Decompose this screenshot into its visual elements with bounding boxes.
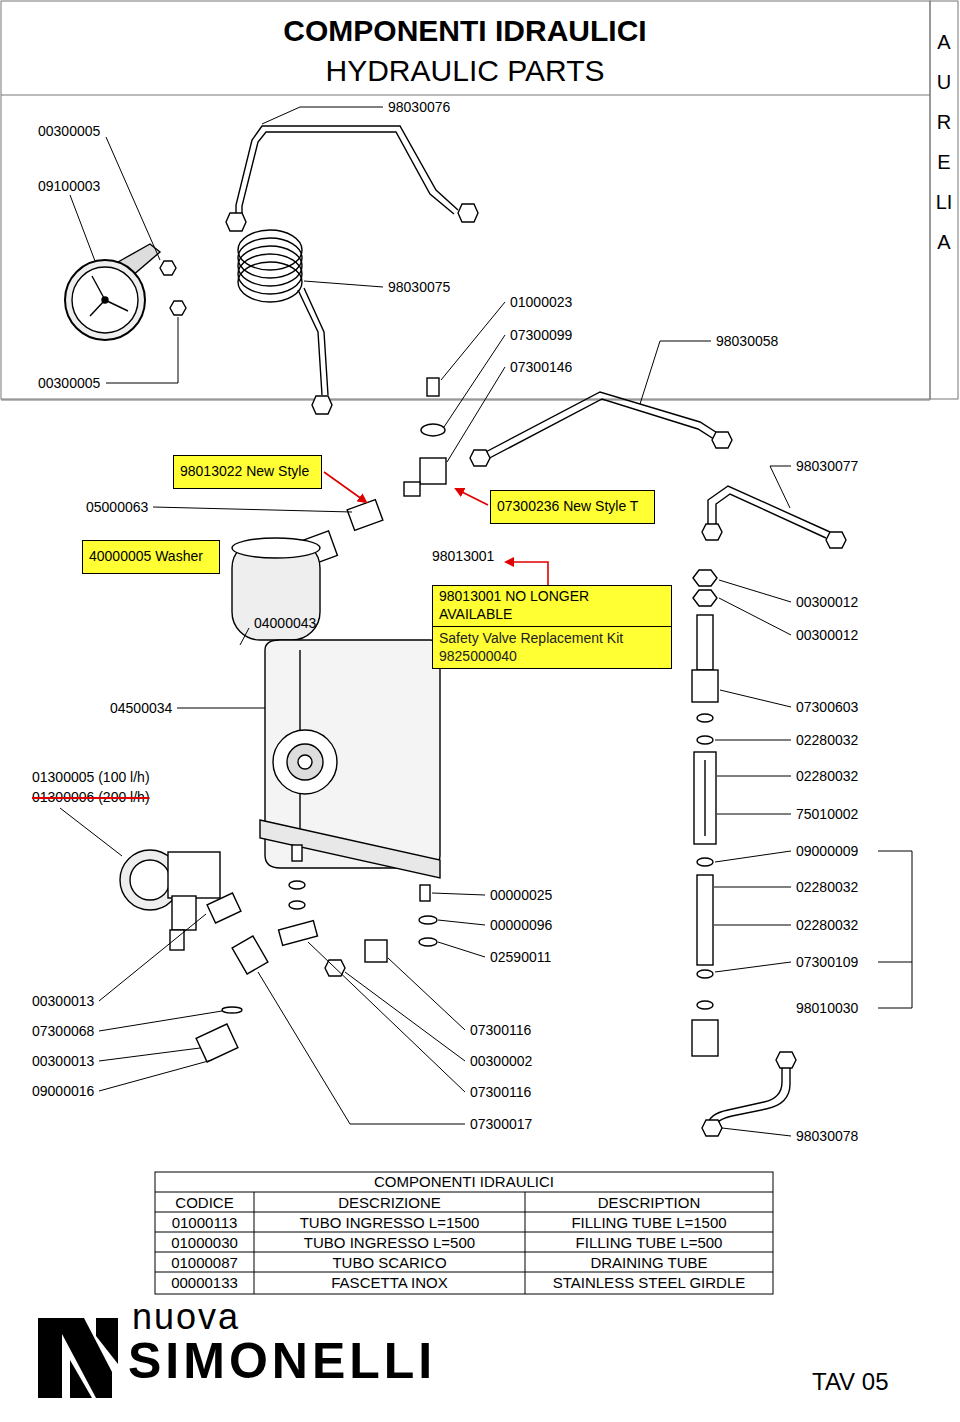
callout-number: 00300005 (38, 123, 100, 139)
title: COMPONENTI IDRAULICI (0, 14, 930, 49)
vertical: AURELIA (934, 22, 954, 262)
callout-number: 02280032 (796, 917, 858, 933)
callout-number: 07300068 (32, 1023, 94, 1039)
table-cell: TUBO INGRESSO L=500 (254, 1234, 525, 1251)
table-cell: CODICE (155, 1194, 254, 1211)
highlight-box: 40000005 Washer (82, 540, 220, 574)
box-heading: 98013001 NO LONGER AVAILABLE (433, 586, 671, 627)
callout-number: 02280032 (796, 768, 858, 784)
struck: 01300006 (200 l/h) (32, 789, 150, 805)
callout-number: 02280032 (796, 879, 858, 895)
callout-number: 98030078 (796, 1128, 858, 1144)
table-cell: 01000113 (155, 1214, 254, 1231)
callout-number: 07300017 (470, 1116, 532, 1132)
box-text: 40000005 Washer (83, 541, 219, 573)
callout-number: 01300005 (100 l/h) (32, 769, 150, 785)
callout-number: 00000096 (490, 917, 552, 933)
callout-number: 00300012 (796, 594, 858, 610)
callout-number: 75010002 (796, 806, 858, 822)
callout-number: 04000043 (254, 615, 316, 631)
table-cell: FILLING TUBE L=1500 (525, 1214, 773, 1231)
callout-number: 01000023 (510, 294, 572, 310)
logo-word: nuova (132, 1296, 240, 1337)
table-cell: STAINLESS STEEL GIRDLE (525, 1274, 773, 1291)
callout-number: 07300116 (470, 1022, 531, 1038)
callout-number: 04500034 (110, 700, 172, 716)
callout-number: 07300099 (510, 327, 572, 343)
callout-number: 00300005 (38, 375, 100, 391)
highlight-box: 98013001 NO LONGER AVAILABLESafety Valve… (432, 585, 672, 669)
table-cell: COMPONENTI IDRAULICI (155, 1173, 773, 1190)
callout-number: 07300146 (510, 359, 572, 375)
callout-number: 02590011 (490, 949, 551, 965)
callout-number: 07300109 (796, 954, 858, 970)
callout-number: 98030075 (388, 279, 450, 295)
subtitle: HYDRAULIC PARTS (0, 54, 930, 89)
table-cell: 01000087 (155, 1254, 254, 1271)
callout-number: 05000063 (86, 499, 148, 515)
callout-number: 02280032 (796, 732, 858, 748)
callout-number: 98010030 (796, 1000, 858, 1016)
highlight-box: 98013022 New Style (173, 455, 322, 489)
logo-brand: SIMONELLI (128, 1333, 436, 1391)
highlight-box: 07300236 New Style T (490, 490, 655, 524)
callout-number: 00300002 (470, 1053, 532, 1069)
table-cell: TUBO INGRESSO L=1500 (254, 1214, 525, 1231)
callout-number: 00300012 (796, 627, 858, 643)
callout-number: 00000025 (490, 887, 552, 903)
callout-number: 07300116 (470, 1084, 531, 1100)
box-text: 98013022 New Style (174, 456, 321, 488)
callout-number: 98013001 (432, 548, 494, 564)
table-cell: FASCETTA INOX (254, 1274, 525, 1291)
table-cell: DESCRIZIONE (254, 1194, 525, 1211)
callout-number: TAV 05 (812, 1368, 888, 1396)
table-cell: DRAINING TUBE (525, 1254, 773, 1271)
box-note: Safety Valve Replacement Kit 9825000040 (433, 627, 671, 668)
table-cell: 01000030 (155, 1234, 254, 1251)
callout-number: 07300603 (796, 699, 858, 715)
callout-number: 98030076 (388, 99, 450, 115)
callout-number: 00300013 (32, 993, 94, 1009)
table-cell: 00000133 (155, 1274, 254, 1291)
table-cell: FILLING TUBE L=500 (525, 1234, 773, 1251)
table-cell: DESCRIPTION (525, 1194, 773, 1211)
callout-number: 98030058 (716, 333, 778, 349)
callout-number: 09000009 (796, 843, 858, 859)
callout-number: 09000016 (32, 1083, 94, 1099)
callout-number: 98030077 (796, 458, 858, 474)
callout-number: 09100003 (38, 178, 100, 194)
box-text: 07300236 New Style T (491, 491, 654, 523)
callout-number: 00300013 (32, 1053, 94, 1069)
table-cell: TUBO SCARICO (254, 1254, 525, 1271)
